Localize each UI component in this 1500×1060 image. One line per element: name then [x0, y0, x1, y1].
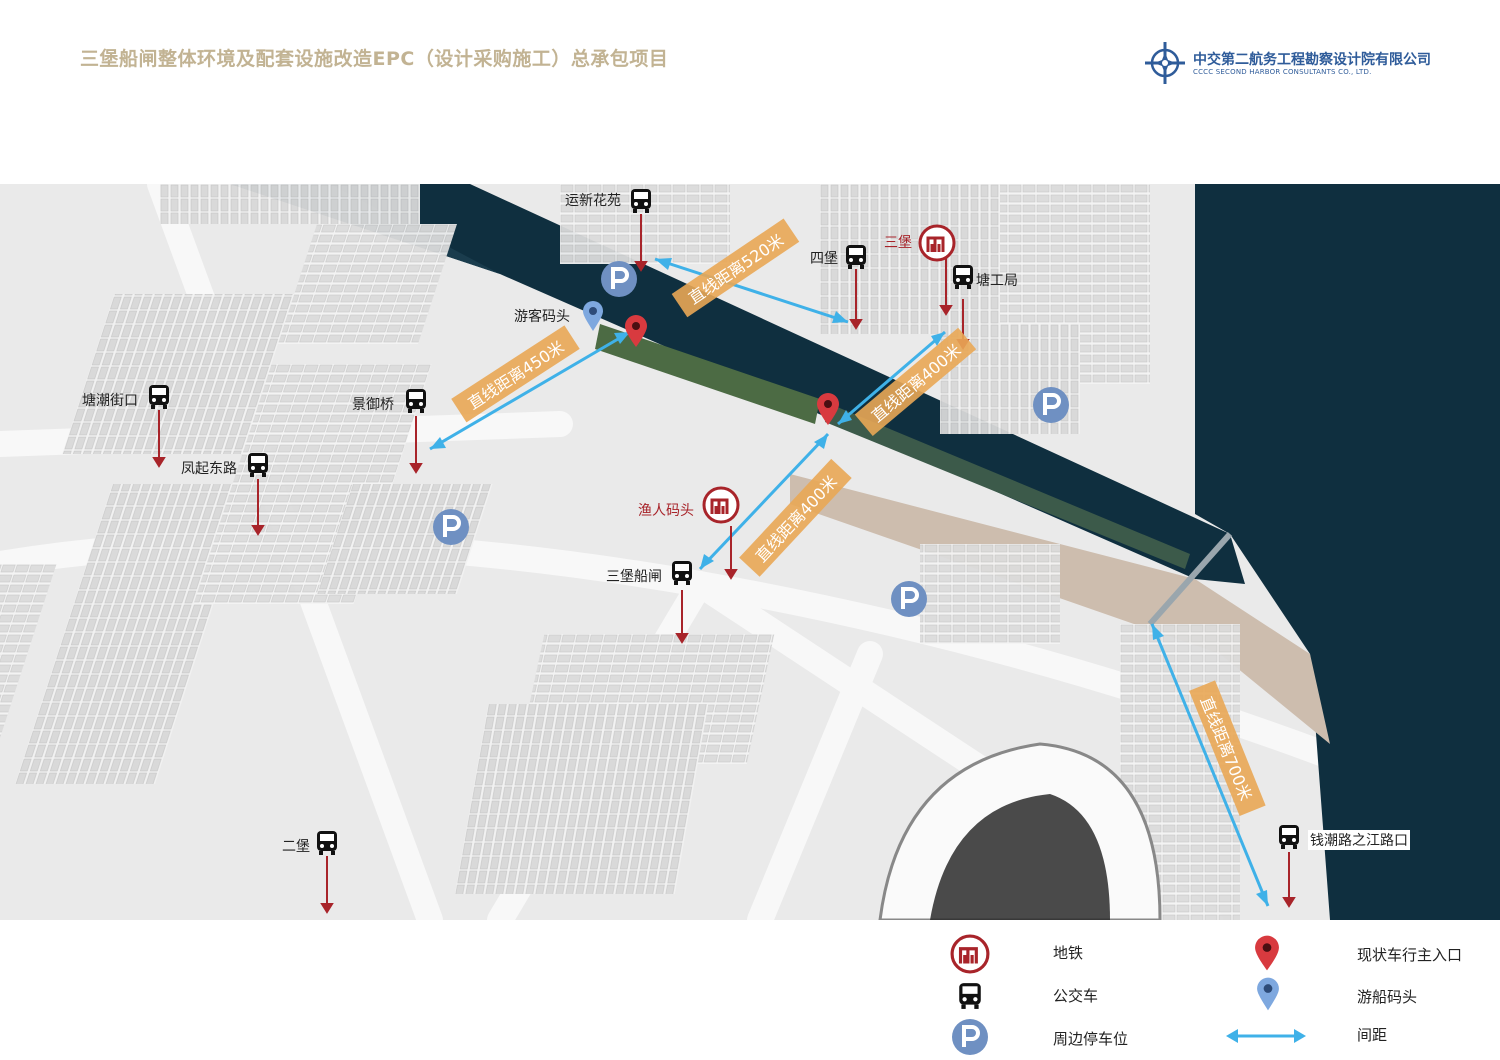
bus-stop-label: 二堡	[282, 839, 310, 855]
bus-stop-label: 塘工局	[976, 273, 1018, 289]
company-name-en: CCCC SECOND HARBOR CONSULTANTS CO., LTD.	[1193, 68, 1372, 76]
parking-icon	[1033, 387, 1069, 423]
distance-arrow-450	[429, 330, 631, 451]
parking-icon	[433, 509, 469, 545]
distance-arrow-icon	[1226, 1029, 1306, 1043]
metro-station-label: 渔人码头	[638, 503, 694, 519]
parking-icon	[891, 581, 927, 617]
main-entrance-pin-icon	[1255, 935, 1279, 971]
parking-icon	[952, 1019, 988, 1055]
company-logo: 中交第二航务工程勘察设计院有限公司 CCCC SECOND HARBOR CON…	[1143, 40, 1473, 86]
bus-icon	[959, 983, 981, 1009]
company-name-cn: 中交第二航务工程勘察设计院有限公司	[1193, 52, 1431, 68]
bus-stop-label: 钱潮路之江路口	[1308, 830, 1410, 850]
bus-stop-label: 四堡	[810, 251, 838, 267]
metro-icon	[918, 224, 956, 262]
bus-icon	[846, 245, 866, 269]
bus-icon	[953, 265, 973, 289]
distance-arrows	[152, 214, 1296, 914]
parking-icon	[601, 261, 637, 297]
bus-stop-label: 三堡船闸	[606, 569, 662, 585]
company-emblem-icon	[1145, 42, 1185, 84]
distance-arrow-400-south	[698, 432, 830, 571]
legend-cruise-pier-label: 游船码头	[1357, 988, 1418, 1006]
bus-icon	[406, 389, 426, 413]
legend-main-entrance-label: 现状车行主入口	[1357, 946, 1463, 964]
bus-stop-label: 塘潮街口	[82, 393, 138, 409]
bus-icon	[149, 385, 169, 409]
bus-icon	[631, 189, 651, 213]
distance-arrow-400-north	[837, 330, 946, 426]
main-entrance-pin-icon	[817, 393, 839, 425]
metro-station-label: 三堡	[884, 235, 912, 251]
metro-icon	[950, 934, 990, 974]
map-base	[0, 184, 1500, 920]
map-legend: 地铁 公交车 周边停车位 现状车行主入口 游船码头 间距	[0, 920, 1500, 1060]
legend-distance-label: 间距	[1357, 1026, 1388, 1044]
site-map: 直线距离520米 直线距离450米 直线距离400米 直线距离400米 直线距离…	[0, 184, 1500, 920]
page-title: 三堡船闸整体环境及配套设施改造EPC（设计采购施工）总承包项目	[80, 48, 669, 70]
bus-stop-label: 运新花苑	[565, 193, 621, 209]
metro-icon	[702, 486, 740, 524]
bus-icon	[317, 831, 337, 855]
bus-icon	[1279, 825, 1299, 849]
pier-label: 游客码头	[514, 309, 570, 325]
bus-icon	[248, 453, 268, 477]
bus-stop-label: 景御桥	[352, 397, 394, 413]
distance-arrow-520	[654, 257, 849, 324]
cruise-pier-pin-icon	[1257, 977, 1279, 1011]
bus-stop-label: 凤起东路	[181, 461, 237, 477]
legend-bus-label: 公交车	[1053, 987, 1099, 1005]
main-entrance-pin-icon	[625, 315, 647, 347]
bus-icon	[672, 561, 692, 585]
distance-arrow-700	[1150, 623, 1270, 907]
legend-metro-label: 地铁	[1053, 944, 1084, 962]
legend-parking-label: 周边停车位	[1053, 1030, 1129, 1048]
cruise-pier-pin-icon	[583, 301, 603, 331]
